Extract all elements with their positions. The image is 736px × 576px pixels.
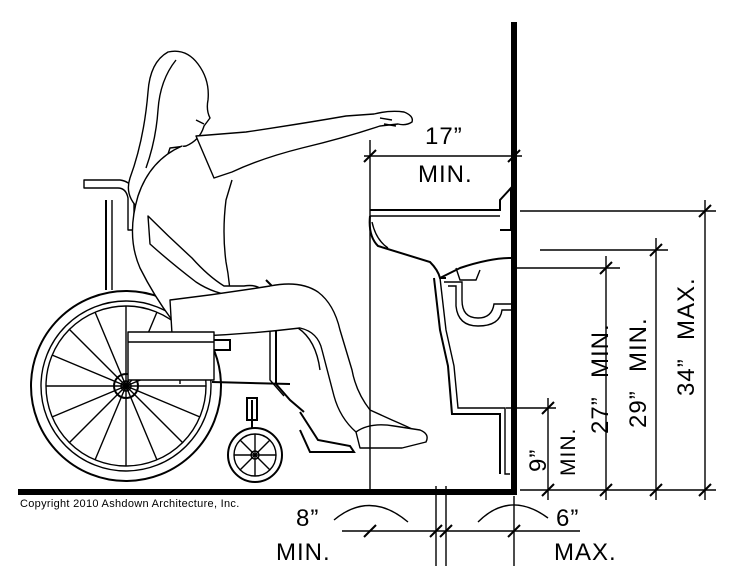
dim-apron-height: 29” MIN. [625,238,663,500]
seat-cushion [127,331,215,381]
toe-height-qualifier: MIN. [557,428,580,476]
knee-depth-value: 17” [425,123,463,150]
rim-height-qualifier: MAX. [673,277,700,340]
dim-knee-depth: 17” MIN. [363,123,522,494]
lavatory-pedestal [433,277,501,474]
knee-depth-qualifier: MIN. [418,161,473,188]
rear-wheel [30,290,222,482]
dim-toe-height: 9” MIN. [525,398,580,500]
dim-knee-height: 27” MIN. [587,256,614,500]
seated-person [127,50,428,449]
shoe [355,424,428,449]
toe-depth-max-value: 6” [556,505,579,532]
wheelchair [30,179,356,483]
lavatory-rim [370,185,512,231]
dim-toe-depth: 8” MIN. 6” MAX. [276,486,617,566]
front-caster [227,397,283,483]
toe-depth-min-qualifier: MIN. [276,539,331,566]
apron-height-qualifier: MIN. [625,317,652,372]
push-handle [83,179,135,231]
lavatory-pedestal-edge [439,277,510,475]
rim-height-value: 34” [673,358,700,396]
toe-height-value: 9” [525,449,552,472]
drain-trap-outer [448,285,511,327]
dim-rim-height: 34” MAX. [673,200,712,500]
lavatory-bowl-inner [371,221,389,249]
drain-tailpiece [455,267,481,281]
toe-depth-min-value: 8” [296,505,319,532]
lavatory-bowl-bottom [439,257,512,279]
frame-bar [211,381,291,385]
copyright-text: Copyright 2010 Ashdown Architecture, Inc… [20,498,240,510]
wall-and-floor [18,22,517,495]
apron-height-value: 29” [625,390,652,428]
knee-height-qualifier: MIN. [587,323,614,378]
lavatory-bowl [368,215,446,279]
reaching-arm [195,110,414,179]
knee-height-value: 27” [587,396,614,434]
toe-depth-min-arc [333,504,409,523]
drain-trap [444,281,511,319]
footrest [299,411,356,453]
toe-depth-max-qualifier: MAX. [554,539,617,566]
toe-depth-max-arc [477,504,549,523]
